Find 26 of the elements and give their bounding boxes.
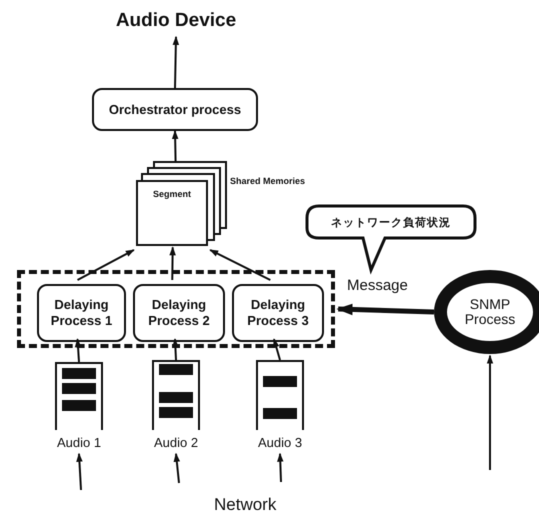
memory-segment: Segment — [136, 180, 208, 246]
memory-caption: Shared Memories — [230, 176, 306, 186]
edge-label: Message — [347, 277, 408, 294]
process-box: Delaying Process 3 — [232, 284, 324, 342]
arrow — [486, 354, 494, 470]
process-box: Orchestrator process — [92, 88, 258, 131]
arrow — [336, 304, 434, 316]
arrow — [273, 338, 281, 360]
process-box: Delaying Process 2 — [133, 284, 225, 342]
network-label: Network — [214, 495, 276, 515]
queue-label: Audio 1 — [56, 435, 102, 450]
arrow — [174, 452, 180, 484]
arrow — [172, 36, 180, 88]
bubble-text: ネットワーク負荷状況 — [330, 216, 452, 230]
snmp-ellipse: SNMP Process — [434, 270, 539, 354]
output-label: Audio Device — [100, 6, 252, 36]
arrow — [172, 338, 179, 360]
arrow — [172, 130, 178, 162]
arrow — [74, 338, 82, 362]
queue-label: Audio 2 — [152, 435, 200, 450]
arrow — [169, 246, 176, 280]
group-box — [17, 270, 335, 348]
process-box: Delaying Process 1 — [37, 284, 126, 342]
arrow — [76, 452, 83, 490]
queue-label: Audio 3 — [256, 435, 304, 450]
arrow — [277, 452, 284, 482]
